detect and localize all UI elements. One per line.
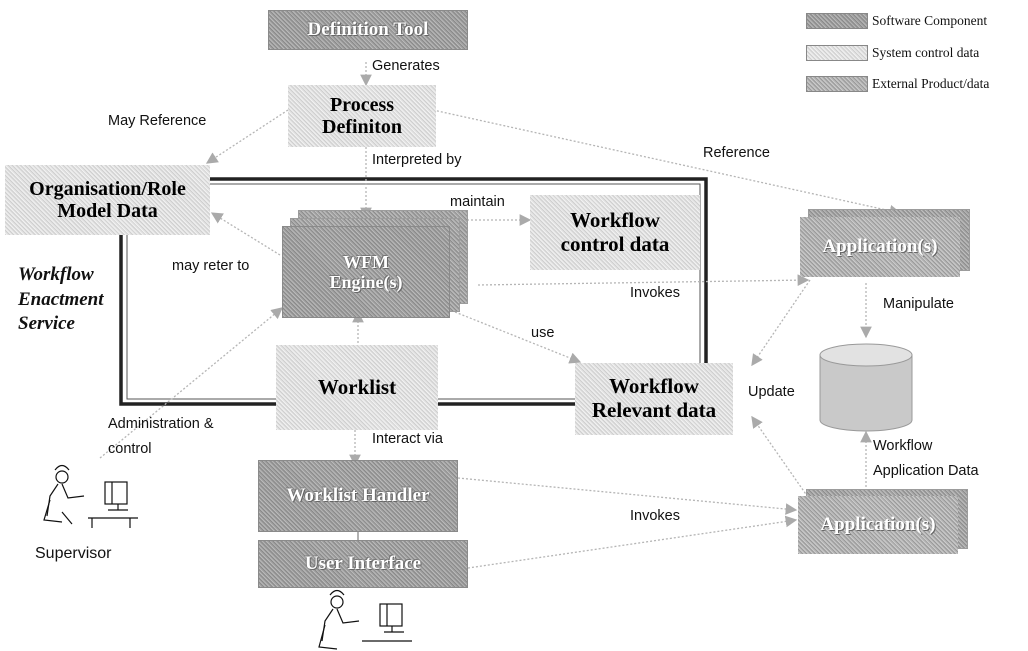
legend-software-label: Software Component	[872, 13, 988, 28]
legend-system-control-data: System control data	[806, 45, 979, 61]
worklist-box: Worklist	[276, 345, 438, 430]
user-interface-box: User Interface	[258, 540, 468, 588]
legend-swatch-external	[806, 76, 868, 92]
application-bottom-box: Application(s)	[798, 496, 958, 554]
process-definition-box: Process Definiton	[288, 85, 436, 147]
label-use: use	[531, 325, 555, 341]
worklist-label: Worklist	[317, 374, 397, 399]
workflow-control-data-box: Workflow control data	[530, 195, 700, 270]
enactment-line-3: Service	[18, 313, 75, 335]
arrow-may-reference	[205, 109, 289, 164]
legend-software-component: Software Component	[806, 13, 987, 29]
label-generates: Generates	[372, 58, 440, 74]
label-manipulate: Manipulate	[883, 296, 954, 312]
label-reference: Reference	[703, 145, 770, 161]
label-interact-via: Interact via	[372, 431, 443, 447]
application-top-label: Application(s)	[822, 236, 938, 258]
arrow-update-top	[751, 279, 811, 367]
worklist-handler-box: Worklist Handler	[258, 460, 458, 532]
label-supervisor: Supervisor	[35, 545, 112, 562]
user-interface-label: User Interface	[304, 553, 422, 575]
label-workflow: Workflow	[873, 438, 933, 454]
user-at-computer-icon	[43, 464, 138, 528]
label-invokes-top: Invokes	[630, 285, 680, 301]
label-administration: Administration &	[108, 416, 214, 432]
workflow-control-data-label: Workflow control data	[560, 207, 670, 256]
label-control: control	[108, 441, 152, 457]
arrow-invokes-ui	[467, 515, 798, 569]
application-top-box: Application(s)	[800, 217, 960, 277]
label-invokes-bottom: Invokes	[630, 508, 680, 524]
label-update: Update	[748, 384, 795, 400]
arrow-use	[454, 311, 582, 364]
arrow-update-bottom	[751, 415, 811, 501]
enactment-line-1: Workflow	[18, 264, 94, 285]
label-interpreted-by: Interpreted by	[372, 152, 462, 168]
label-may-reference: May Reference	[108, 113, 207, 129]
label-maintain: maintain	[450, 194, 505, 210]
workflow-enactment-service-label: Workflow Enactment Service	[18, 263, 104, 337]
application-bottom-label: Application(s)	[820, 514, 936, 536]
arrow-admin	[99, 307, 284, 459]
legend-swatch-system	[806, 45, 868, 61]
worklist-handler-label: Worklist Handler	[286, 485, 430, 507]
database-cylinder-icon	[819, 343, 913, 432]
enactment-line-2: Enactment	[18, 288, 104, 310]
label-application-data: Application Data	[873, 463, 979, 479]
legend-swatch-software	[806, 13, 868, 29]
definition-tool-label: Definition Tool	[307, 19, 429, 41]
process-definition-label: Process Definiton	[322, 93, 402, 138]
arrow-invokes-top	[477, 274, 810, 287]
user-at-computer-icon-2	[318, 589, 412, 650]
arrow-may-refer-to	[210, 212, 281, 256]
workflow-relevant-data-box: Workflow Relevant data	[575, 363, 733, 435]
definition-tool-box: Definition Tool	[268, 10, 468, 50]
org-role-model-box: Organisation/Role Model Data	[5, 165, 210, 235]
label-may-refer-to: may reter to	[172, 258, 250, 274]
org-role-model-label: Organisation/Role Model Data	[29, 177, 186, 222]
arrow-invokes-handler	[457, 477, 798, 515]
legend-external-label: External Product/data	[872, 76, 990, 91]
legend-system-label: System control data	[872, 45, 980, 60]
wfm-engine-box: WFM Engine(s)	[282, 226, 450, 318]
workflow-relevant-data-label: Workflow Relevant data	[591, 374, 717, 422]
wfm-engine-label: WFM Engine(s)	[329, 251, 403, 292]
legend-external-product: External Product/data	[806, 76, 989, 92]
